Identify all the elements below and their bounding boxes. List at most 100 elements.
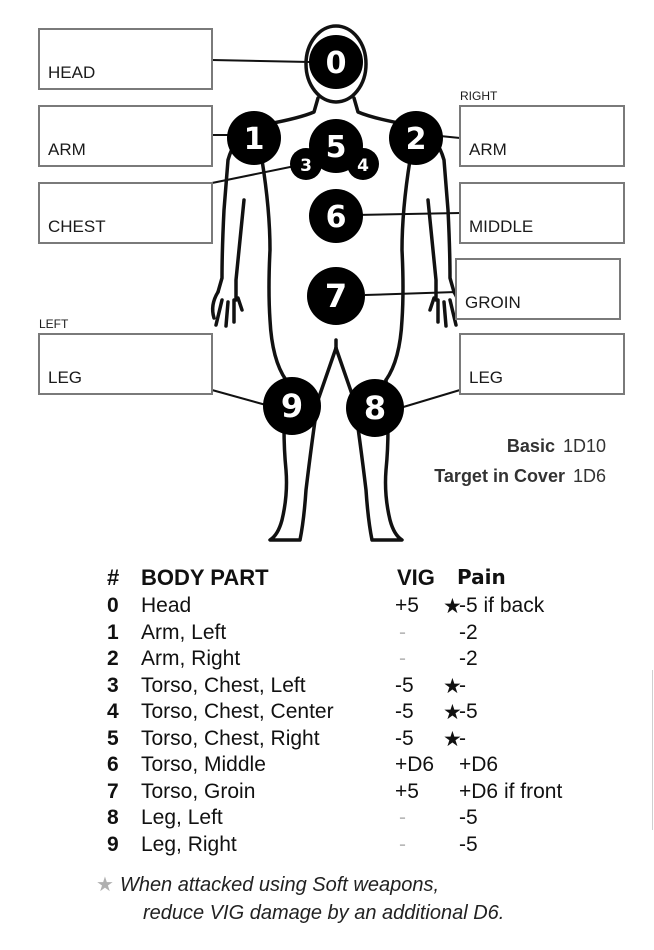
row-number: 3 [107,673,119,697]
arm-right-label: ARM [469,140,507,159]
row-vig: - [399,620,406,644]
marker-3-label: 3 [300,156,312,176]
row-pain: -2 [459,620,478,644]
middle-label: MIDDLE [469,217,534,236]
row-body-part: Head [141,594,192,617]
marker-1: 1 [227,111,281,165]
groin-label: GROIN [465,293,521,312]
row-body-part: Torso, Chest, Center [141,700,334,723]
groin-box: GROIN [455,258,621,320]
marker-9: 9 [263,377,321,435]
row-number: 8 [107,806,119,829]
marker-1-label: 1 [244,122,265,157]
row-body-part: Torso, Groin [141,779,256,803]
dice-cover-key: Target in Cover [434,466,565,486]
marker-0-label: 0 [326,46,347,81]
row-pain: - [459,726,466,750]
row-pain: -5 [459,806,478,829]
leg-right-box: LEG [459,333,625,395]
row-number: 9 [107,832,119,856]
leg-left-label: LEG [48,368,83,387]
arm-left-box: ARM [38,105,213,167]
row-number: 4 [107,700,119,723]
marker-3: 3 [290,148,322,180]
row-vig: - [399,806,406,829]
row-star-icon: ★ [443,674,462,698]
footnote-line-2: reduce VIG damage by an additional D6. [143,902,504,925]
marker-7: 7 [307,267,365,325]
row-body-part: Leg, Left [141,806,223,829]
marker-2: 2 [389,111,443,165]
row-body-part: Torso, Middle [141,753,266,776]
marker-4: 4 [347,148,379,180]
row-star-icon: ★ [443,701,462,724]
row-vig: -5 [395,673,414,697]
row-number: 5 [107,726,119,750]
header-num: # [107,565,120,590]
row-vig: - [399,647,406,670]
marker-2-label: 2 [406,122,427,157]
row-number: 7 [107,779,119,803]
row-body-part: Leg, Right [141,832,237,856]
row-pain: +D6 [459,753,499,776]
row-pain: -5 if back [459,594,545,617]
chest-box: CHEST [38,182,213,244]
dice-cover-value: 1D6 [572,466,606,486]
dice-cover: Target in Cover 1D6 [434,466,606,487]
head-box: HEAD [38,28,213,90]
marker-7-label: 7 [325,277,347,315]
footnote-line-1: ★When attacked using Soft weapons, [96,872,440,897]
row-vig: +5 [395,779,419,803]
marker-6: 6 [309,189,363,243]
header-part: BODY PART [141,565,269,590]
dice-basic-value: 1D10 [562,436,606,456]
row-pain: - [459,673,466,697]
dice-basic-key: Basic [506,436,555,456]
row-vig: -5 [395,700,414,723]
row-body-part: Torso, Chest, Right [141,726,320,750]
body-figure: 0 1 2 5 3 4 6 7 [210,24,462,542]
marker-9-label: 9 [281,387,303,425]
header-vig: VIG [397,565,435,590]
divider-line [652,670,653,830]
row-vig: +D6 [395,753,435,776]
leg-left-box: LEG [38,333,213,395]
row-number: 6 [107,753,119,776]
row-pain: -5 [459,700,478,723]
footnote-text-1: When attacked using Soft weapons, [119,874,440,896]
right-side-label: RIGHT [460,89,498,103]
arm-left-label: ARM [48,140,86,159]
head-label: HEAD [48,63,96,82]
footnote-star-icon: ★ [96,874,114,896]
marker-8: 8 [346,379,404,437]
arm-right-box: ARM [459,105,625,167]
row-vig: -5 [395,726,414,750]
row-number: 1 [107,620,119,644]
left-side-label: LEFT [39,317,69,331]
marker-0: 0 [309,35,363,89]
row-pain: +D6 if front [459,779,563,803]
marker-4-label: 4 [357,156,369,176]
marker-6-label: 6 [326,200,347,235]
row-number: 2 [107,647,119,670]
row-pain: -5 [459,832,478,856]
row-pain: -2 [459,647,478,670]
footnote-text-2: reduce VIG damage by an additional D6. [143,902,505,924]
leg-right-label: LEG [469,368,504,387]
row-body-part: Arm, Right [141,647,241,670]
body-silhouette [210,24,462,542]
row-body-part: Torso, Chest, Left [141,673,306,697]
row-number: 0 [107,594,119,617]
dice-basic: Basic 1D10 [507,436,606,457]
row-vig: - [399,832,406,856]
row-vig: +5 [395,594,419,617]
marker-8-label: 8 [364,389,386,427]
row-star-icon: ★ [443,727,462,751]
connector-lines [211,59,461,409]
middle-box: MIDDLE [459,182,625,244]
marker-5-label: 5 [326,130,347,165]
row-star-icon: ★ [443,595,462,618]
header-pain: Pain [457,565,506,589]
chest-label: CHEST [48,217,106,236]
row-body-part: Arm, Left [141,620,227,644]
